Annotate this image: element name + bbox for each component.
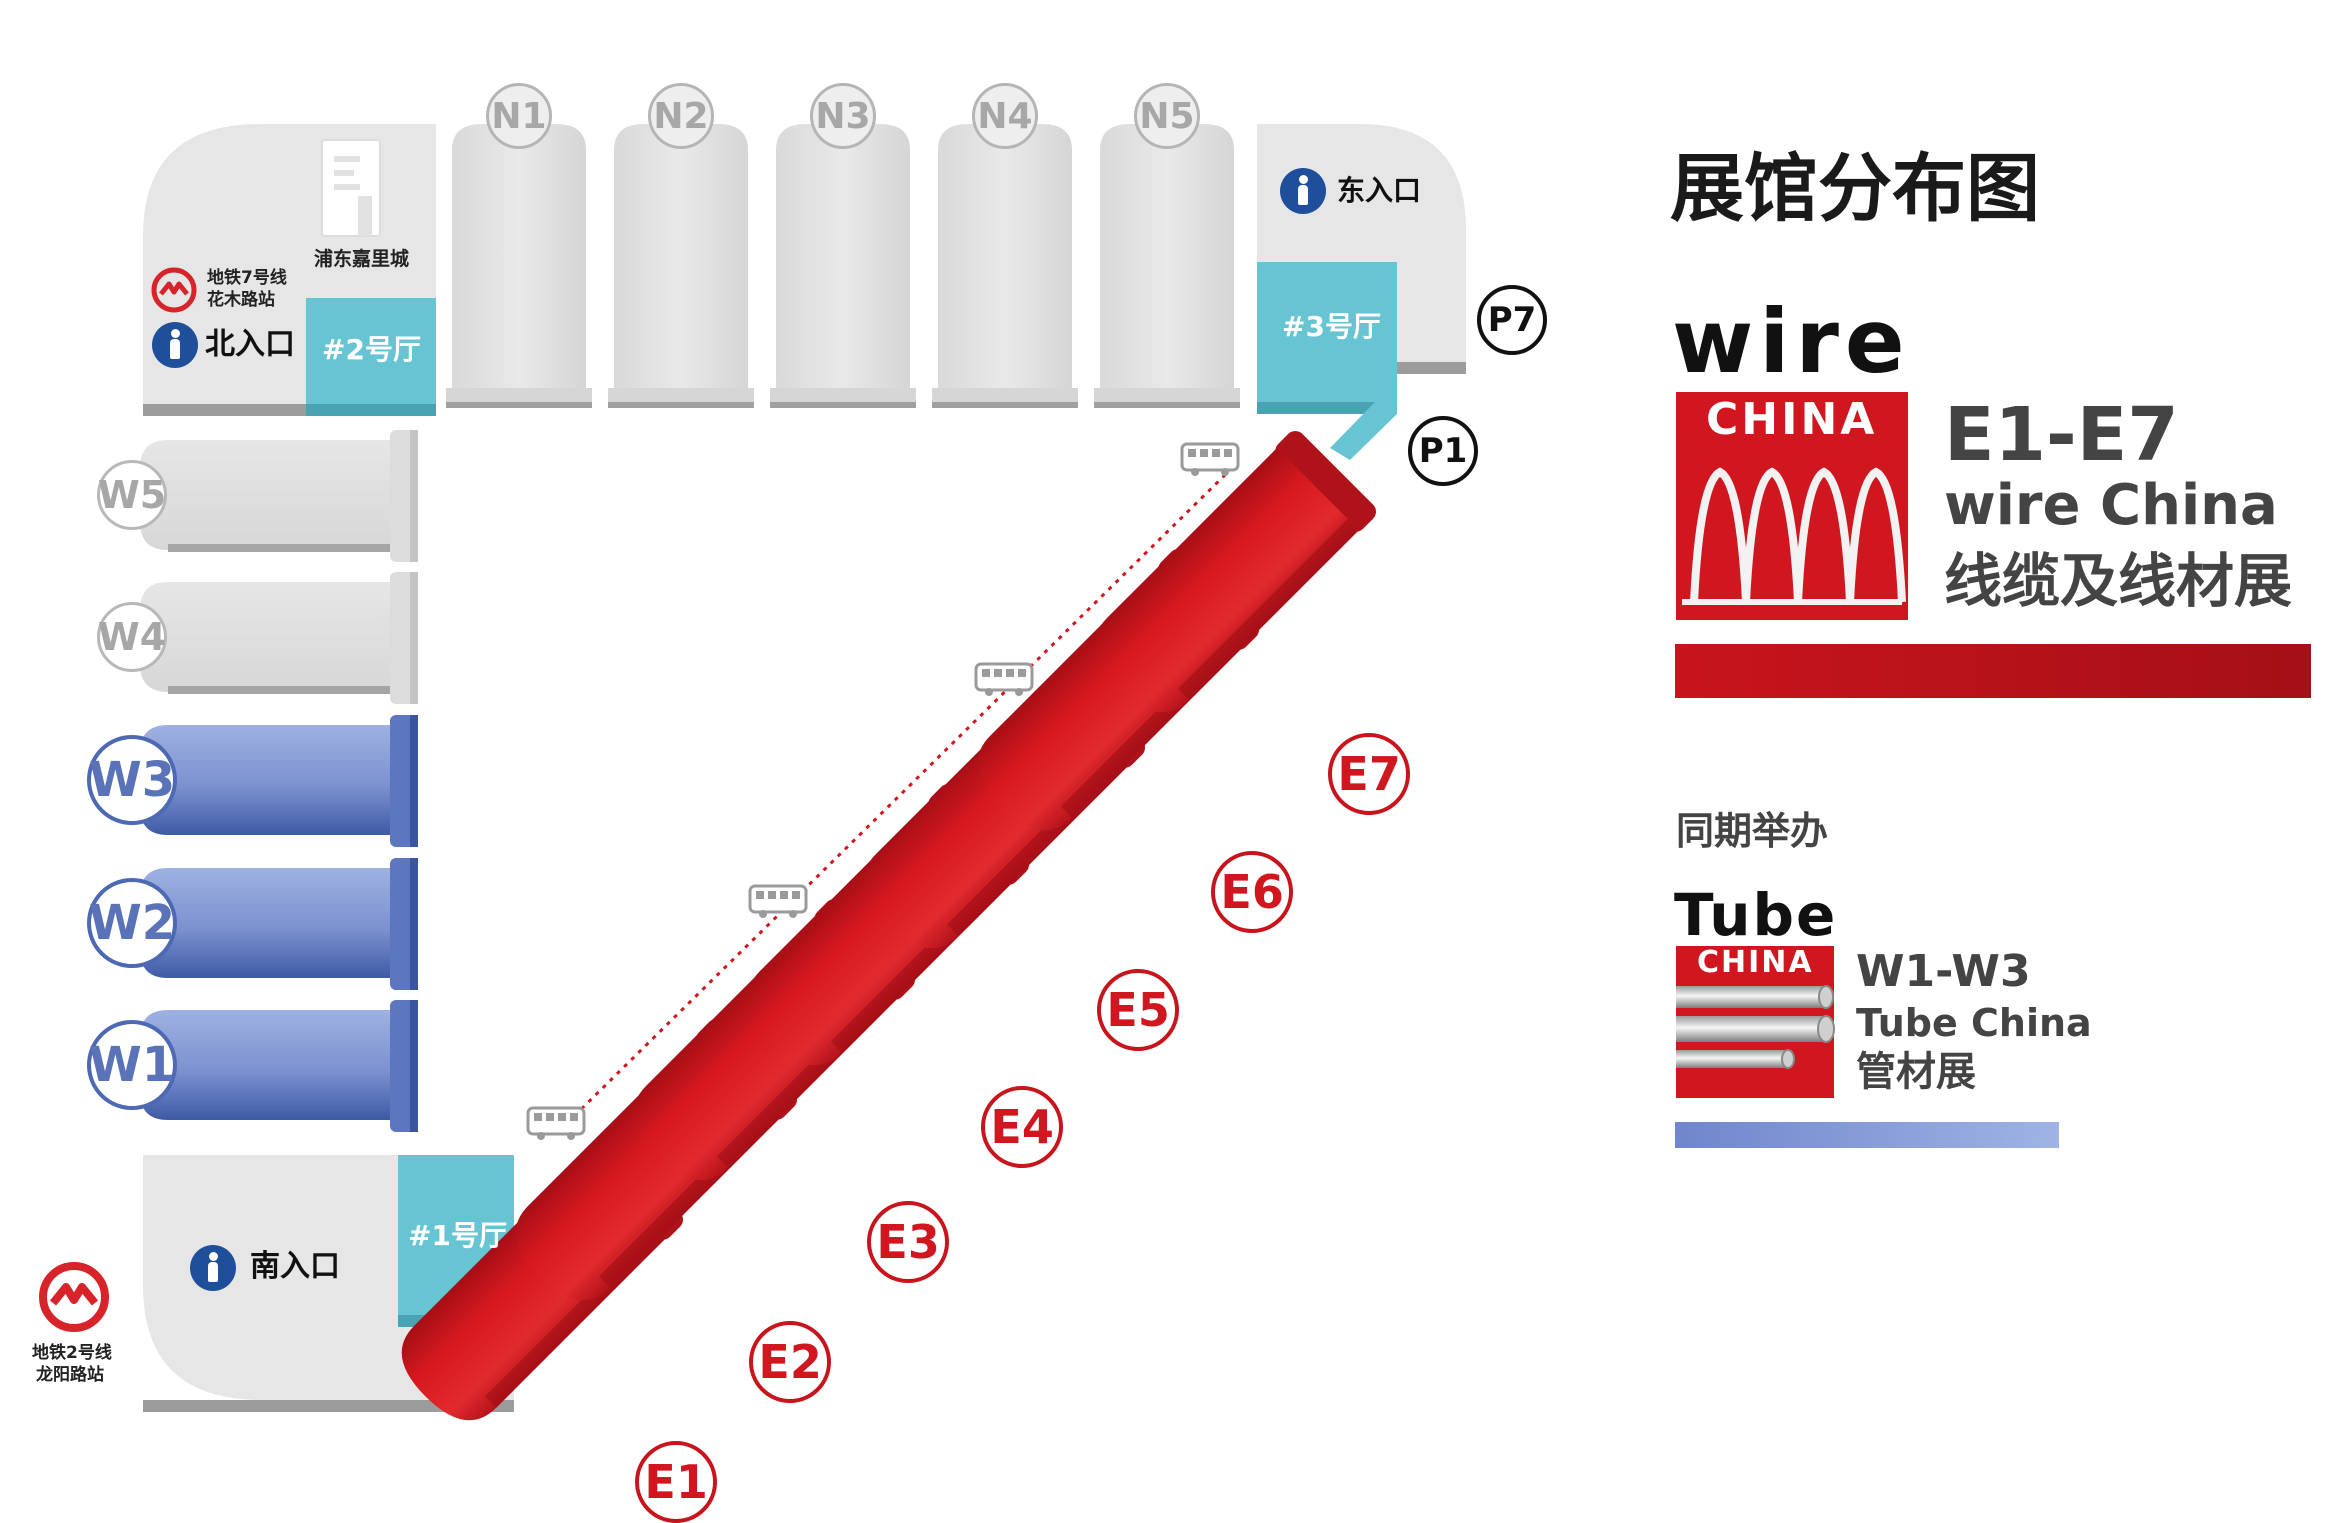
walking-person-icon — [190, 1245, 236, 1291]
hall-e4-badge: E4 — [981, 1086, 1064, 1169]
west-halls — [140, 430, 418, 1132]
hall-w2-badge: W2 — [87, 878, 177, 968]
hall3-lobby-block — [1257, 262, 1397, 402]
wire-name-en: wire China — [1944, 473, 2278, 538]
wire-china-logo — [1676, 392, 1908, 620]
hall2-label: #2号厅 — [322, 333, 421, 366]
wire-logo-word: wire — [1672, 290, 1911, 393]
hall-e5-badge: E5 — [1097, 969, 1180, 1052]
hall-w4-badge-label: W4 — [97, 615, 167, 659]
parking-p7-label: P7 — [1487, 300, 1537, 340]
metro2-station-label: 龙阳路站 — [36, 1365, 104, 1385]
tube-name-en: Tube China — [1856, 1001, 2092, 1045]
shuttle-route-line — [558, 468, 1232, 1132]
walking-person-icon — [1280, 168, 1326, 214]
hall-e2-badge-label: E2 — [758, 1335, 822, 1390]
hall-w4-badge: W4 — [97, 602, 167, 672]
parking-p7: P7 — [1477, 285, 1547, 355]
hall-n4-badge: N4 — [972, 83, 1038, 149]
tube-halls-label: W1-W3 — [1856, 946, 2031, 997]
office-building-icon — [321, 139, 381, 237]
wire-logo-country: CHINA — [1706, 394, 1878, 445]
hall-w3 — [140, 715, 418, 847]
hall-e7-badge: E7 — [1328, 733, 1411, 816]
south-entrance-label: 南入口 — [250, 1249, 340, 1284]
hall-w5-badge: W5 — [97, 460, 167, 530]
parking-p1: P1 — [1408, 416, 1478, 486]
hall-n5-badge-label: N5 — [1139, 95, 1195, 137]
north-halls — [446, 124, 1240, 408]
hall-n4-badge-label: N4 — [977, 95, 1033, 137]
hall-e5-badge-label: E5 — [1106, 983, 1170, 1038]
metro7-station-label: 花木路站 — [207, 290, 275, 310]
hall-e3-badge: E3 — [867, 1201, 950, 1284]
shuttle-bus-icon — [1180, 442, 1240, 476]
east-halls — [401, 430, 1377, 1421]
metro-logo-icon — [39, 1262, 109, 1332]
walking-person-icon — [152, 322, 198, 368]
hall-w3-badge: W3 — [87, 735, 177, 825]
parking-p1-label: P1 — [1418, 431, 1468, 471]
hall-n2-badge-label: N2 — [653, 95, 709, 137]
hall-n3 — [770, 124, 916, 408]
east-entrance-label: 东入口 — [1337, 174, 1422, 207]
tube-china-bar — [1675, 1122, 2059, 1148]
hall-n1 — [446, 124, 592, 408]
hall-w2-badge-label: W2 — [88, 895, 176, 951]
tube-logo-word: Tube — [1674, 881, 1838, 949]
wire-name-cn: 线缆及线材展 — [1944, 547, 2293, 615]
hall-e1-badge-label: E1 — [644, 1455, 708, 1510]
hall-n4 — [932, 124, 1078, 408]
metro2-line-label: 地铁2号线 — [32, 1343, 112, 1363]
hall-w3-badge-label: W3 — [88, 752, 176, 808]
tube-china-logo — [1676, 946, 1835, 1098]
shuttle-bus-icon — [526, 1106, 586, 1140]
hall-w5 — [140, 430, 418, 562]
hall-w2 — [140, 858, 418, 990]
hall-n1-badge-label: N1 — [491, 95, 547, 137]
concurrent-label: 同期举办 — [1676, 809, 1829, 853]
shuttle-bus-icon — [748, 884, 808, 918]
tube-name-cn: 管材展 — [1856, 1049, 1976, 1095]
hall-n5-badge: N5 — [1134, 83, 1200, 149]
hall-e4-badge-label: E4 — [990, 1100, 1054, 1155]
wire-china-bar — [1675, 644, 2311, 698]
hall-e7 — [1094, 430, 1377, 713]
hall-e6-badge: E6 — [1211, 851, 1294, 934]
hall-n2-badge: N2 — [648, 83, 714, 149]
hall1-label: #1号厅 — [408, 1219, 507, 1252]
page-title: 展馆分布图 — [1670, 146, 2040, 232]
hall-w1-badge: W1 — [87, 1020, 177, 1110]
hall-n1-badge: N1 — [486, 83, 552, 149]
metro7-line-label: 地铁7号线 — [207, 268, 287, 288]
wire-halls-label: E1-E7 — [1944, 392, 2179, 478]
north-entrance-label: 北入口 — [205, 327, 295, 362]
hall-e7-badge-label: E7 — [1337, 747, 1401, 802]
hall-n5 — [1094, 124, 1240, 408]
hall-w5-badge-label: W5 — [97, 473, 167, 517]
hall-n3-badge-label: N3 — [815, 95, 871, 137]
hall-e2-badge: E2 — [749, 1321, 832, 1404]
hall-w1-badge-label: W1 — [88, 1037, 176, 1093]
metro-logo-icon — [151, 267, 197, 313]
hall3-label: #3号厅 — [1282, 310, 1381, 343]
hall-n2 — [608, 124, 754, 408]
tube-logo-country: CHINA — [1697, 945, 1814, 980]
hall-n3-badge: N3 — [810, 83, 876, 149]
hall-e6-badge-label: E6 — [1220, 865, 1284, 920]
hall2-lobby-block — [306, 298, 436, 404]
kerry-city-label: 浦东嘉里城 — [314, 248, 410, 270]
hall-w1 — [140, 1000, 418, 1132]
shuttle-bus-icon — [974, 662, 1034, 696]
hall-e1-badge: E1 — [635, 1441, 718, 1523]
hall-e3-badge-label: E3 — [876, 1215, 940, 1270]
ne-connector — [1330, 402, 1397, 460]
hall-w4 — [140, 572, 418, 704]
shuttle-bus-icons — [526, 442, 1240, 1140]
